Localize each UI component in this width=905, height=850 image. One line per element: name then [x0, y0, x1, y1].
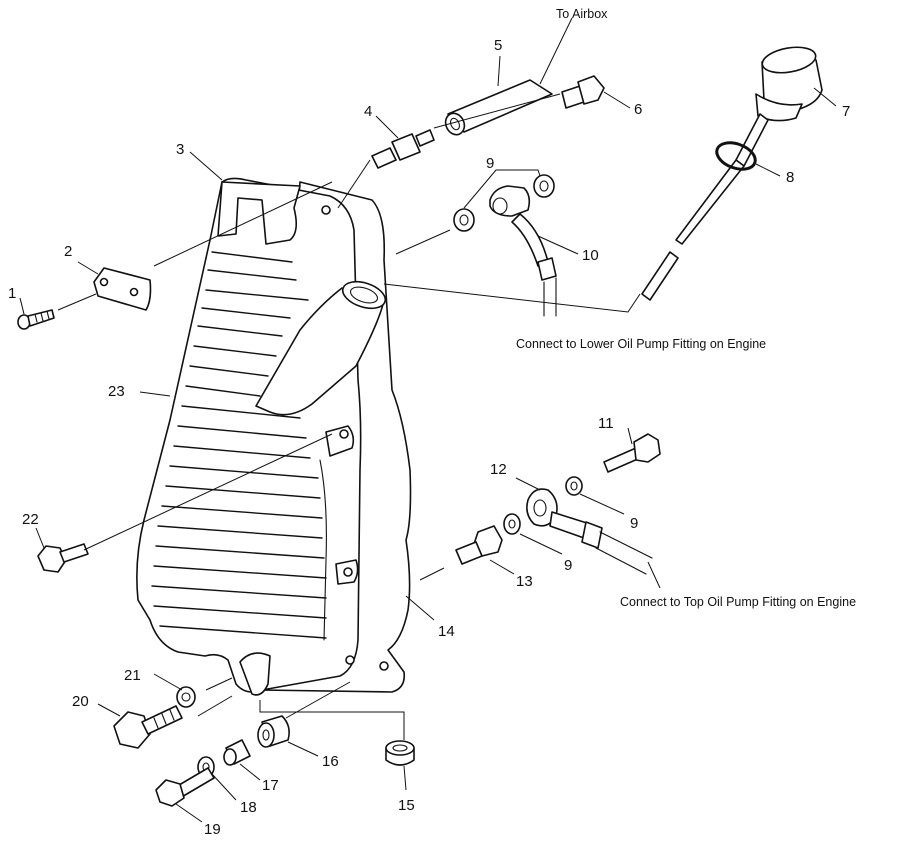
plug-part-6: [561, 75, 605, 109]
callout-15: 15: [398, 797, 415, 814]
callout-10: 10: [582, 247, 599, 264]
callout-14: 14: [438, 623, 455, 640]
tank-ribs: [151, 251, 327, 639]
banjo-fitting-part-12: [526, 488, 653, 575]
note-to-airbox: To Airbox: [556, 7, 608, 21]
note-lower-oil-pump: Connect to Lower Oil Pump Fitting on Eng…: [516, 337, 766, 351]
callout-3: 3: [176, 141, 184, 158]
callout-11: 11: [598, 415, 614, 432]
washer-part-21: [176, 686, 196, 708]
note-top-oil-pump: Connect to Top Oil Pump Fitting on Engin…: [620, 595, 856, 609]
callout-8: 8: [786, 169, 794, 186]
leader-lines: [19, 17, 837, 823]
hose-part-5: [444, 79, 553, 136]
o-ring-part-8: [715, 141, 757, 171]
callout-9-lower: 9: [564, 557, 572, 574]
callout-9-upper: 9: [486, 155, 494, 172]
callout-4: 4: [364, 103, 372, 120]
callout-19: 19: [204, 821, 221, 838]
callout-13: 13: [516, 573, 533, 590]
grommet-part-16: [257, 715, 290, 748]
callout-5: 5: [494, 37, 502, 54]
bracket-part-2: [93, 267, 152, 311]
callout-9-right: 9: [630, 515, 638, 532]
bolt-part-20: [113, 705, 183, 749]
dipstick-cap-part-7: [641, 46, 823, 301]
callout-23: 23: [108, 383, 125, 400]
callout-numbers: 1 2 3 4 5 6 7 8 9 10 11 12 9 9 13 14 15 …: [8, 37, 850, 838]
callout-17: 17: [262, 777, 279, 794]
connection-notes: To Airbox Connect to Lower Oil Pump Fitt…: [516, 7, 856, 609]
callout-16: 16: [322, 753, 339, 770]
callout-21: 21: [124, 667, 141, 684]
callout-20: 20: [72, 693, 89, 710]
washers-part-9-upper: [453, 174, 555, 232]
callout-7: 7: [842, 103, 850, 120]
grommet-part-15: [385, 740, 415, 766]
washers-part-9-lower: [503, 476, 583, 535]
banjo-fitting-part-10: [489, 185, 557, 317]
bolt-part-22: [37, 543, 89, 573]
callout-12: 12: [490, 461, 507, 478]
oil-tank-part-23: [136, 177, 412, 696]
callout-6: 6: [634, 101, 642, 118]
screw-part-1: [17, 309, 55, 330]
callout-22: 22: [22, 511, 39, 528]
bolt-part-11: [603, 433, 661, 473]
sensor-part-13: [455, 525, 503, 565]
callout-1: 1: [8, 285, 16, 302]
callout-18: 18: [240, 799, 257, 816]
fitting-part-4: [371, 129, 435, 169]
bolt-part-19: [155, 767, 215, 807]
sleeve-part-17: [223, 739, 251, 766]
callout-2: 2: [64, 243, 72, 260]
